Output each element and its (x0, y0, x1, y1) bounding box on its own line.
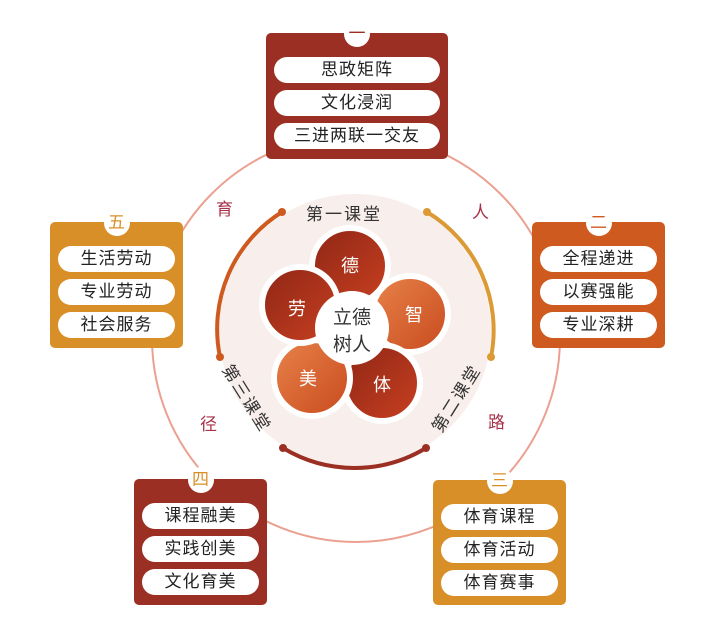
box-two: 二 全程递进 以赛强能 专业深耕 (532, 210, 665, 348)
box-item: 体育课程 (441, 504, 558, 530)
box-item: 生活劳动 (58, 246, 175, 272)
classroom-1-label: 第一课堂 (306, 205, 382, 225)
box-four: 四 课程融美 实践创美 文化育美 (134, 467, 267, 605)
box-number-badge: 三 (486, 468, 513, 494)
box-item: 全程递进 (540, 246, 657, 272)
box-number-badge: 一 (344, 21, 370, 47)
box-item: 体育赛事 (441, 570, 558, 596)
arc-dot (422, 444, 430, 452)
box-item: 课程融美 (142, 503, 259, 529)
box-item: 专业劳动 (58, 279, 175, 305)
path-label: 育 (216, 200, 233, 220)
arc-second-classroom (425, 210, 496, 358)
box-three: 三 体育课程 体育活动 体育赛事 (433, 468, 566, 605)
arc-dot (216, 353, 224, 361)
box-item: 实践创美 (142, 536, 259, 562)
box-item: 三进两联一交友 (274, 123, 440, 149)
path-label: 人 (472, 203, 489, 223)
box-item: 专业深耕 (540, 312, 657, 338)
petal-label: 劳 (288, 299, 306, 320)
box-item: 文化浸润 (274, 90, 440, 116)
arc-dot (279, 444, 287, 452)
center-circle (315, 291, 389, 365)
petal-label: 德 (341, 256, 359, 277)
arc-dot (487, 353, 495, 361)
box-number-badge: 五 (103, 210, 130, 236)
box-item: 文化育美 (142, 569, 259, 595)
box-five: 五 生活劳动 专业劳动 社会服务 (50, 210, 183, 348)
center-text-1: 立德 (332, 306, 372, 329)
box-item: 社会服务 (58, 312, 175, 338)
path-label: 径 (200, 415, 217, 435)
arc-dot (278, 208, 286, 216)
box-item: 体育活动 (441, 537, 558, 563)
petal-label: 智 (405, 305, 423, 326)
petal-label: 美 (299, 369, 317, 390)
arc-first-classroom (215, 210, 284, 358)
box-item: 思政矩阵 (274, 57, 440, 83)
arc-third-classroom (281, 446, 428, 470)
box-item: 以赛强能 (540, 279, 657, 305)
arc-dot (423, 208, 431, 216)
petal-label: 体 (373, 375, 391, 396)
box-one: 一 思政矩阵 文化浸润 三进两联一交友 (266, 21, 448, 159)
path-label: 路 (488, 413, 505, 433)
center-text-2: 树人 (332, 333, 372, 356)
box-number-badge: 四 (187, 467, 214, 493)
box-number-badge: 二 (585, 210, 612, 236)
